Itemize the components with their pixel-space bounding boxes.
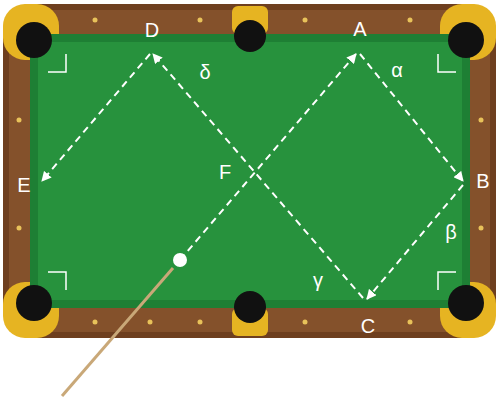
point-label: E [17,175,30,195]
table-rail [9,10,490,332]
corner-caps [3,4,496,338]
ball-path [42,54,463,299]
point-label: D [145,20,159,40]
point-label: C [361,316,375,336]
table-frame [3,4,496,338]
point-label: α [391,60,403,80]
point-label: γ [313,270,323,290]
cue-ball [173,253,187,267]
rail-dots [17,18,484,325]
point-label: β [445,222,457,242]
point-label: δ [199,62,210,82]
point-label: F [219,162,231,182]
point-label: B [476,171,489,191]
felt-cushion [30,34,470,308]
felt [38,42,462,300]
pockets [16,20,484,323]
cue-stick [62,268,173,396]
corner-marks [48,54,456,290]
point-label: A [353,19,366,39]
